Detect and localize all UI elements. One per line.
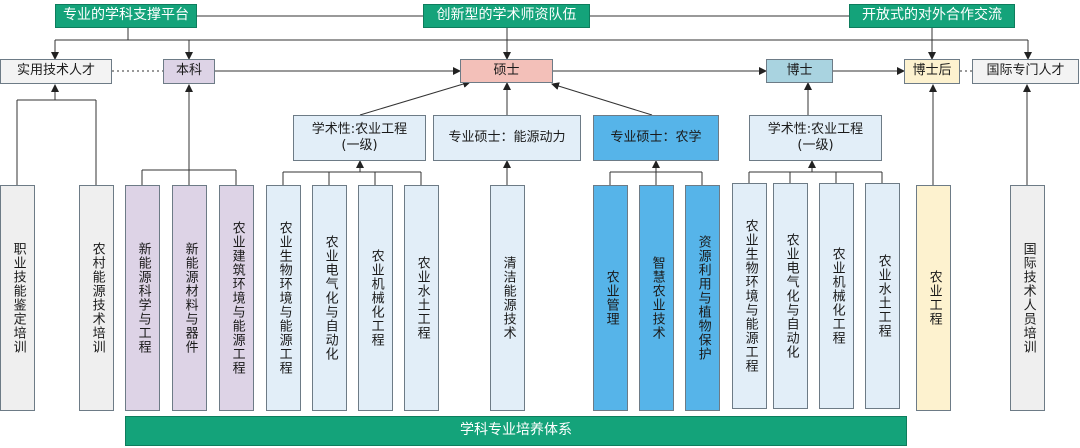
- agri-master-track: 专业硕士：农学: [593, 115, 719, 161]
- academic-master-track: 学术性:农业工程 (一级): [293, 115, 426, 161]
- column-doctor-bio-env: 农业生物环境与能源工程: [732, 183, 767, 409]
- training-system-footer: 学科专业培养体系: [125, 416, 907, 446]
- postdoc-box: 博士后: [904, 59, 960, 84]
- column-doctor-electrification: 农业电气化与自动化: [773, 183, 808, 409]
- undergrad-box: 本科: [163, 59, 215, 84]
- energy-master-track: 专业硕士：能源动力: [433, 115, 581, 161]
- column-postdoc-agri-eng: 农业工程: [916, 185, 951, 411]
- faculty-header: 创新型的学术师资队伍: [423, 4, 590, 28]
- column-international-training: 国际技术人员培训: [1010, 185, 1045, 411]
- column-agri-management: 农业管理: [593, 185, 628, 411]
- column-agri-building-env: 农业建筑环境与能源工程: [219, 185, 254, 411]
- column-agri-electrification: 农业电气化与自动化: [312, 185, 347, 411]
- column-clean-energy: 清洁能源技术: [490, 185, 525, 411]
- column-vocational-skill: 职业技能鉴定培训: [0, 185, 35, 411]
- column-doctor-mechanization: 农业机械化工程: [819, 183, 854, 409]
- column-agri-water-soil: 农业水土工程: [404, 185, 439, 411]
- column-new-energy-science: 新能源科学与工程: [125, 185, 160, 411]
- column-rural-energy: 农村能源技术培训: [79, 185, 114, 411]
- platform-header: 专业的学科支撑平台: [55, 4, 197, 28]
- column-doctor-water-soil: 农业水土工程: [865, 183, 900, 409]
- international-talent-box: 国际专门人才: [972, 59, 1079, 84]
- column-smart-agri: 智慧农业技术: [639, 185, 674, 411]
- academic-doctor-track: 学术性:农业工程 (一级): [749, 115, 882, 161]
- column-agri-bio-env: 农业生物环境与能源工程: [266, 185, 301, 411]
- master-box: 硕士: [460, 59, 553, 83]
- cooperation-header: 开放式的对外合作交流: [849, 4, 1015, 28]
- practical-talent-box: 实用技术人才: [0, 59, 112, 84]
- column-agri-mechanization: 农业机械化工程: [358, 185, 393, 411]
- column-resource-plant-protection: 资源利用与植物保护: [685, 185, 720, 411]
- doctor-box: 博士: [766, 59, 833, 83]
- column-new-energy-materials: 新能源材料与器件: [172, 185, 207, 411]
